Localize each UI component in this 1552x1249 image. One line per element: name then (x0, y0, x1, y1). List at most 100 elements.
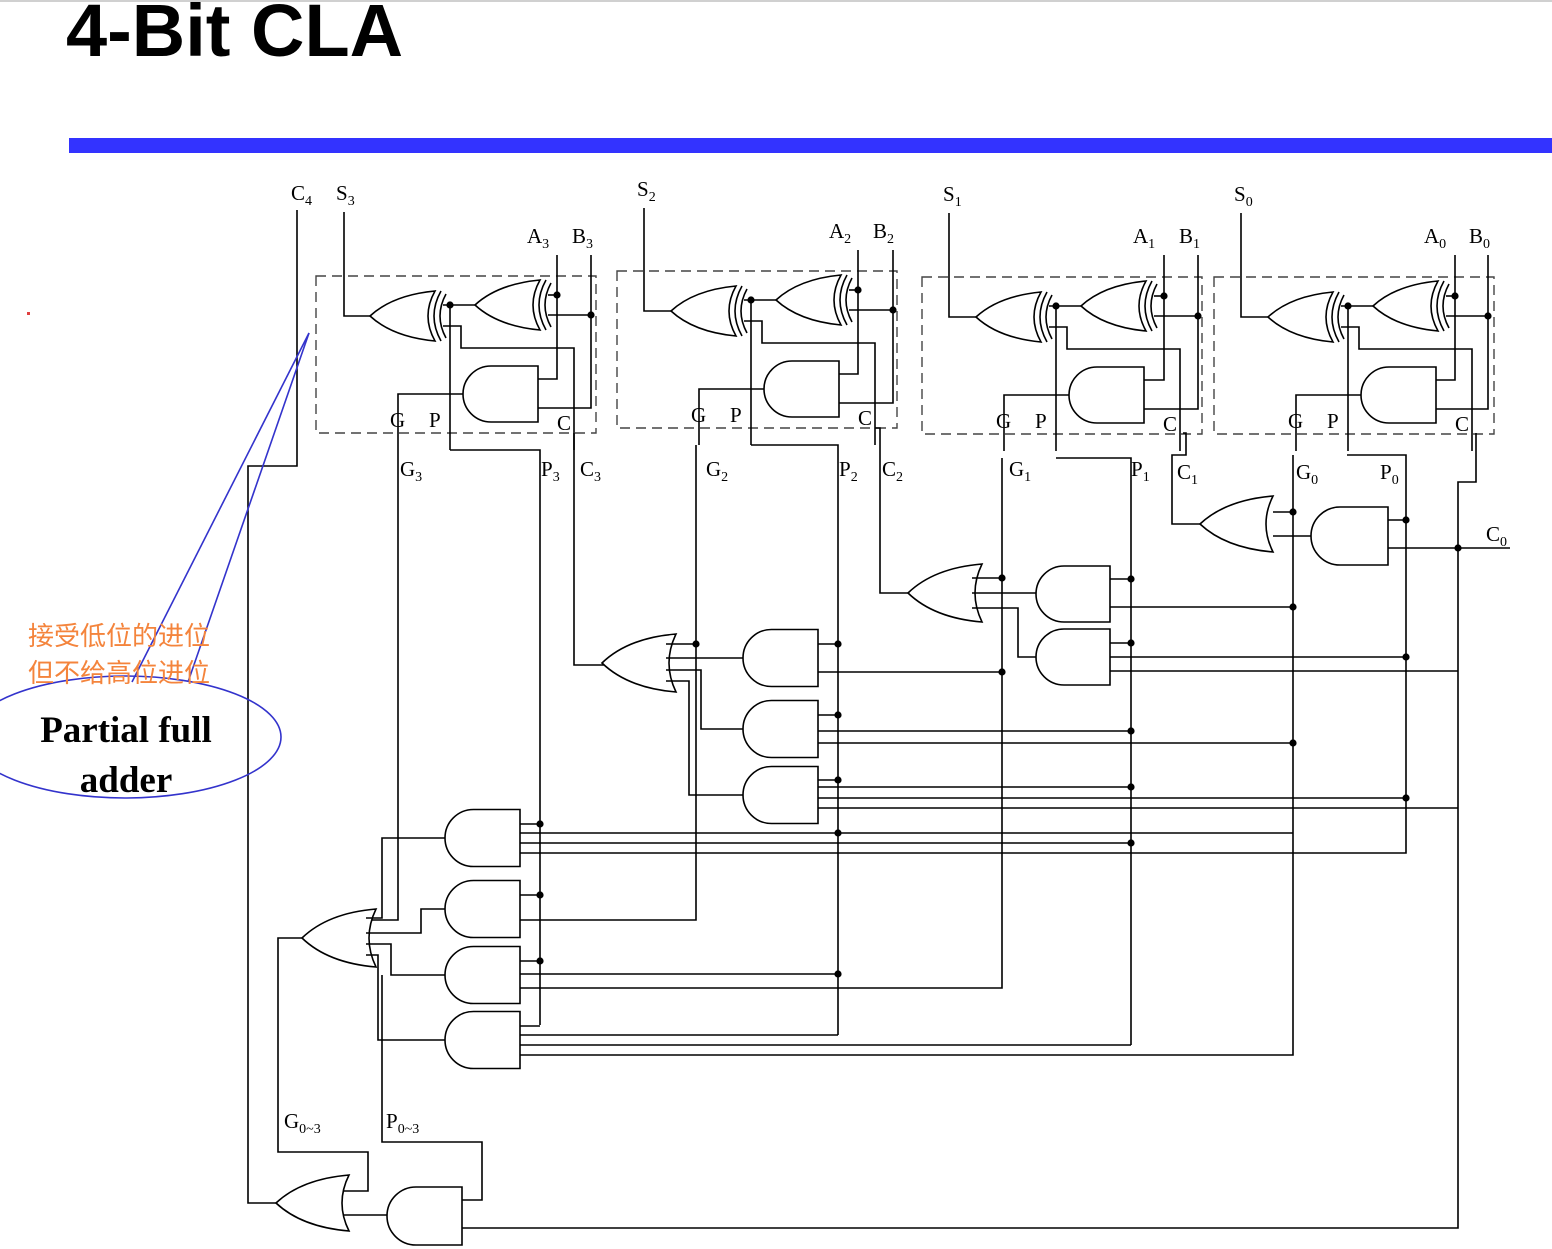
b-input-wire (1436, 255, 1489, 410)
xor-input-arc (544, 282, 552, 328)
pfa-label-g: G (390, 408, 405, 432)
carry-out-wire (247, 210, 298, 1204)
group-g-label: G0~3 (284, 1109, 321, 1137)
b-input-label: B2 (873, 219, 894, 247)
callout-line-2: adder (79, 760, 173, 801)
p2-bus (751, 444, 839, 1035)
junction-dot (889, 306, 897, 314)
junction-dot (998, 574, 1006, 582)
junction-dot (1289, 739, 1297, 747)
junction-dot (834, 776, 842, 784)
junction-dot (834, 711, 842, 719)
xor-gate (669, 285, 738, 337)
pfa-label-c: C (1163, 412, 1177, 436)
junction-dot (834, 970, 842, 978)
callout-lines (0, 332, 310, 799)
junction-dot (692, 640, 700, 648)
and-gate (1035, 565, 1111, 623)
sum-output-wire (948, 213, 976, 318)
junction-dot (1127, 783, 1135, 791)
b-input-wire (538, 255, 592, 409)
and-gate (444, 945, 521, 1005)
g0-bus (520, 455, 1294, 1056)
xor-gate (1079, 280, 1148, 332)
pfa-label-c: C (1455, 412, 1469, 436)
and-gate (444, 808, 521, 868)
pfa-label-c: C (858, 406, 872, 430)
callout-pointer-line (131, 332, 310, 683)
wire (366, 943, 445, 976)
generate-wire (1003, 394, 1069, 451)
p1-label: P1 (1131, 457, 1150, 485)
a-input-label: A1 (1133, 224, 1155, 252)
top-border (0, 0, 1552, 2)
pfa-label-g: G (691, 403, 706, 427)
junction-dot (1160, 292, 1168, 300)
xor-input-arc (1337, 294, 1345, 340)
wire (666, 669, 743, 730)
g2-label: G2 (706, 457, 728, 485)
junction-dot (1454, 544, 1462, 552)
xor-gate (1371, 280, 1440, 332)
junction-dot (998, 668, 1006, 676)
wire (366, 837, 445, 919)
and-gate (1360, 366, 1437, 424)
junction-dot (1402, 516, 1410, 524)
wire (366, 908, 445, 934)
callout-pointer-line (187, 332, 310, 683)
carry-in-wire (744, 320, 876, 445)
g3-bus (366, 450, 399, 921)
and-gate (763, 360, 840, 418)
or-gate (906, 563, 984, 623)
xor-input-arc (433, 290, 442, 342)
carry-out-label: C4 (291, 181, 312, 209)
wire (666, 680, 743, 796)
xor-input-arc (1150, 283, 1158, 329)
pfa-label-g: G (996, 409, 1011, 433)
junction-dot (1402, 653, 1410, 661)
sum-output-wire (343, 212, 370, 317)
callout-ellipse (0, 675, 282, 799)
a-input-label: A0 (1424, 224, 1446, 252)
c1-wire (1171, 432, 1201, 525)
g0-label: G0 (1296, 460, 1318, 488)
junction-dot (834, 829, 842, 837)
junction-dot (1127, 575, 1135, 583)
sum-label: S2 (637, 177, 656, 205)
c2-wire (875, 427, 910, 594)
c2-label: C2 (882, 457, 903, 485)
or-gate (300, 908, 378, 968)
xor-input-arc (740, 288, 748, 334)
and-gate (386, 1186, 463, 1246)
junction-dot (536, 891, 544, 899)
junction-dot (1402, 794, 1410, 802)
junction-dot (536, 957, 544, 965)
xor-input-arc (538, 279, 547, 331)
annotation-note-line-2: 但不给高位进位 (28, 659, 211, 689)
p1-bus (1056, 457, 1132, 1045)
c3-label: C3 (580, 457, 601, 485)
a-input-label: A3 (527, 224, 549, 252)
g1-bus (520, 458, 1003, 989)
sum-label: S1 (943, 182, 962, 210)
sum-label: S3 (336, 181, 355, 209)
p3-bus (450, 449, 541, 1025)
junction-dot (1194, 312, 1202, 320)
xor-gate (974, 291, 1043, 343)
xor-input-arc (1436, 280, 1445, 332)
xor-input-arc (1144, 280, 1153, 332)
carry-in-wire (1341, 326, 1473, 451)
junction-dot (1289, 603, 1297, 611)
and-gate (1035, 628, 1111, 686)
generate-wire (698, 388, 764, 445)
or-gate (1198, 495, 1275, 553)
xor-gate (1266, 291, 1335, 343)
and-gate (1068, 366, 1145, 424)
xor-gate (368, 290, 437, 342)
